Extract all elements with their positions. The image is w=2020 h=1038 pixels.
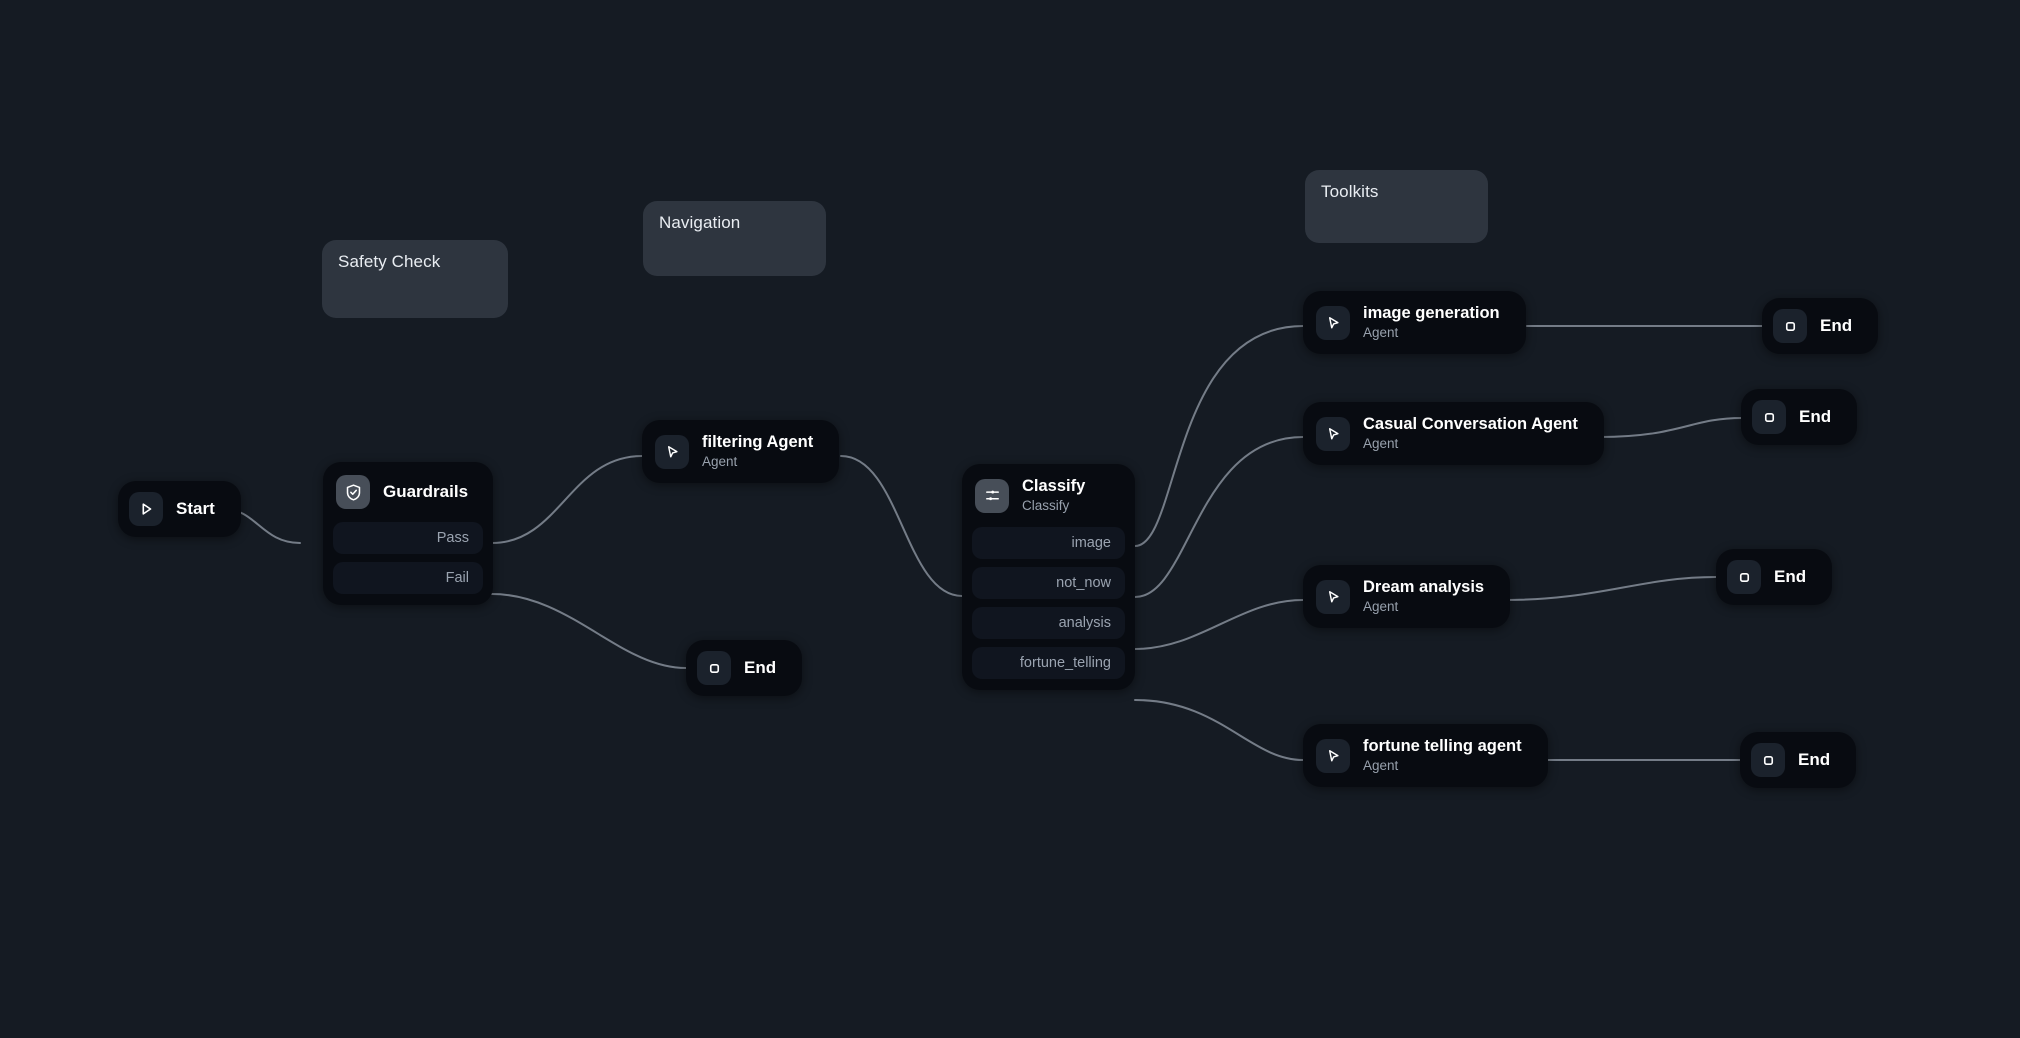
node-image-generation-subtitle: Agent — [1363, 325, 1399, 341]
stop-square-icon — [1773, 309, 1807, 343]
cursor-icon — [1316, 579, 1350, 614]
group-label-navigation: Navigation — [659, 213, 741, 232]
cursor-icon — [1316, 738, 1350, 773]
group-label-safety-check: Safety Check — [338, 252, 441, 271]
cursor-icon — [1316, 416, 1350, 451]
port-fortune-telling[interactable]: fortune_telling — [972, 647, 1125, 680]
stop-square-icon — [1727, 560, 1761, 594]
edge-guardrails-fail-to-end_fail[interactable] — [491, 593, 687, 669]
cursor-icon — [1316, 305, 1350, 340]
node-dream-analysis-label: Dream analysis — [1363, 578, 1485, 596]
port-analysis[interactable]: analysis — [972, 607, 1125, 640]
guardrails-ports: Pass Fail — [323, 522, 493, 605]
port-pass[interactable]: Pass — [333, 522, 483, 554]
node-casual-conversation-agent-label: Casual Conversation Agent — [1363, 415, 1578, 433]
edge-classify-not_now-to-casual_conversation[interactable] — [1134, 436, 1304, 598]
node-start[interactable]: Start — [118, 481, 241, 537]
node-end-dream-label: End — [1774, 566, 1807, 586]
edge-casual_conversation-to-end_casual[interactable] — [1599, 417, 1743, 438]
group-label-toolkits: Toolkits — [1321, 182, 1379, 201]
stop-square-icon — [1751, 743, 1785, 777]
node-end-fail[interactable]: End — [686, 640, 803, 696]
edge-filtering_agent-to-classify[interactable] — [840, 455, 963, 597]
stop-square-icon — [1752, 400, 1786, 434]
node-filtering-agent-label: filtering Agent — [702, 433, 814, 451]
node-classify-subtitle: Classify — [1022, 498, 1070, 514]
port-not-now[interactable]: not_now — [972, 567, 1125, 600]
node-fortune-telling-agent[interactable]: fortune telling agent Agent — [1303, 724, 1548, 788]
edge-classify-image-to-image_generation[interactable] — [1134, 325, 1304, 547]
node-fortune-telling-agent-subtitle: Agent — [1363, 758, 1399, 774]
node-end-fail-label: End — [744, 657, 777, 677]
node-end-casual[interactable]: End — [1741, 389, 1858, 445]
node-end-fortune[interactable]: End — [1740, 732, 1857, 788]
classify-icon — [975, 478, 1009, 513]
node-dream-analysis-subtitle: Agent — [1363, 599, 1399, 615]
port-fail[interactable]: Fail — [333, 562, 483, 594]
edge-dream_analysis-to-end_dream[interactable] — [1503, 576, 1717, 601]
node-end-dream[interactable]: End — [1716, 549, 1833, 605]
node-dream-analysis[interactable]: Dream analysis Agent — [1303, 565, 1511, 629]
stop-square-icon — [697, 651, 731, 685]
node-image-generation-label: image generation — [1363, 304, 1500, 322]
edge-classify-analysis-to-dream_analysis[interactable] — [1134, 599, 1304, 650]
node-casual-conversation-agent[interactable]: Casual Conversation Agent Agent — [1303, 402, 1604, 466]
group-toolkits[interactable]: Toolkits — [1305, 170, 1488, 243]
play-icon — [129, 492, 163, 526]
edge-guardrails-pass-to-filtering_agent[interactable] — [491, 455, 643, 544]
edge-classify-fortune-to-fortune_telling_agent[interactable] — [1134, 699, 1304, 761]
group-safety-check[interactable]: Safety Check — [322, 240, 508, 318]
node-filtering-agent-subtitle: Agent — [702, 454, 738, 470]
node-image-generation[interactable]: image generation Agent — [1303, 291, 1526, 355]
node-end-fortune-label: End — [1798, 749, 1831, 769]
port-image[interactable]: image — [972, 527, 1125, 560]
node-guardrails[interactable]: Guardrails Pass Fail — [323, 462, 493, 605]
node-filtering-agent[interactable]: filtering Agent Agent — [642, 420, 840, 484]
group-navigation[interactable]: Navigation — [643, 201, 826, 276]
node-classify-label: Classify — [1022, 477, 1086, 495]
node-end-image-label: End — [1820, 315, 1853, 335]
node-classify[interactable]: Classify Classify image not_now analysis… — [962, 464, 1135, 691]
cursor-icon — [655, 434, 689, 469]
node-end-casual-label: End — [1799, 406, 1832, 426]
node-fortune-telling-agent-label: fortune telling agent — [1363, 737, 1522, 755]
node-start-label: Start — [176, 498, 215, 518]
shield-check-icon — [336, 475, 370, 509]
node-casual-conversation-agent-subtitle: Agent — [1363, 436, 1399, 452]
classify-ports: image not_now analysis fortune_telling — [962, 527, 1135, 690]
node-end-image[interactable]: End — [1762, 298, 1879, 354]
node-guardrails-label: Guardrails — [383, 481, 469, 501]
